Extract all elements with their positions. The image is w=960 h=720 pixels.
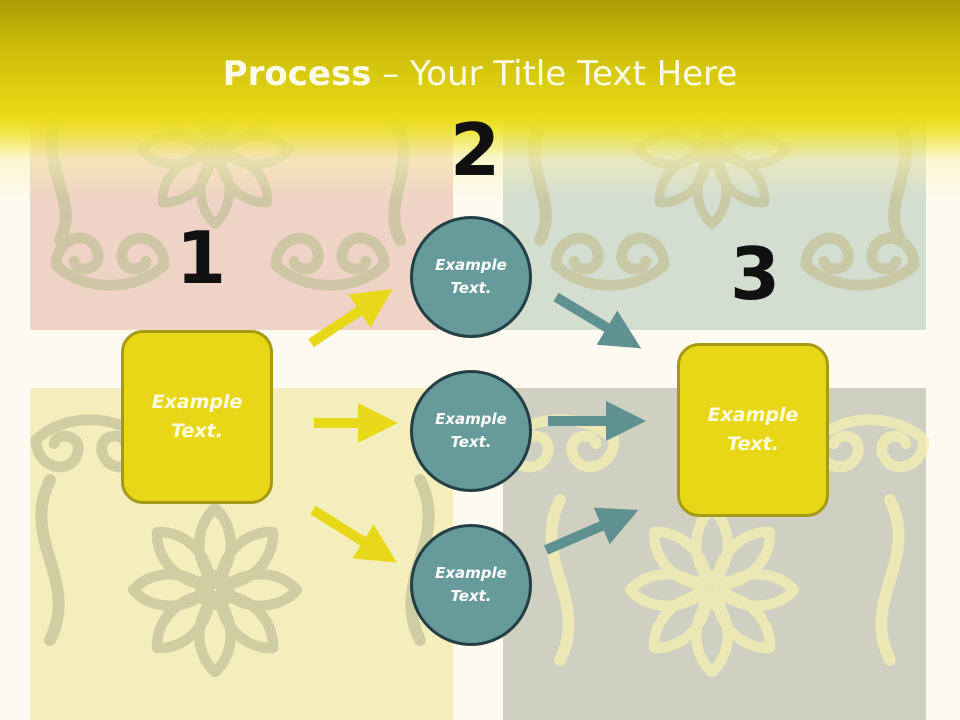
process-circle-2: Example Text. (410, 370, 532, 492)
process-circle-1: Example Text. (410, 216, 532, 338)
start-box: Example Text. (121, 330, 273, 504)
step-number-1: 1 (176, 216, 227, 300)
process-circle-3: Example Text. (410, 524, 532, 646)
result-box: Example Text. (677, 343, 829, 517)
title-banner (0, 0, 960, 200)
start-box-text: Example Text. (151, 391, 243, 442)
step-number-3: 3 (730, 232, 781, 316)
process-circle-3-text: Example Text. (435, 564, 507, 605)
arrow-left-to-circle-1 (308, 288, 393, 348)
process-circle-1-text: Example Text. (435, 256, 507, 297)
title-rest-part: – Your Title Text Here (371, 54, 738, 94)
process-circle-2-text: Example Text. (435, 410, 507, 451)
slide-title: Process – Your Title Text Here (0, 52, 960, 96)
arrow-left-to-circle-3 (310, 505, 397, 563)
arrow-circle-1-to-right (553, 292, 642, 349)
title-bold-part: Process (222, 54, 372, 94)
arrow-circle-3-to-right (544, 507, 639, 555)
result-box-text: Example Text. (707, 404, 799, 455)
step-number-2: 2 (450, 108, 501, 192)
